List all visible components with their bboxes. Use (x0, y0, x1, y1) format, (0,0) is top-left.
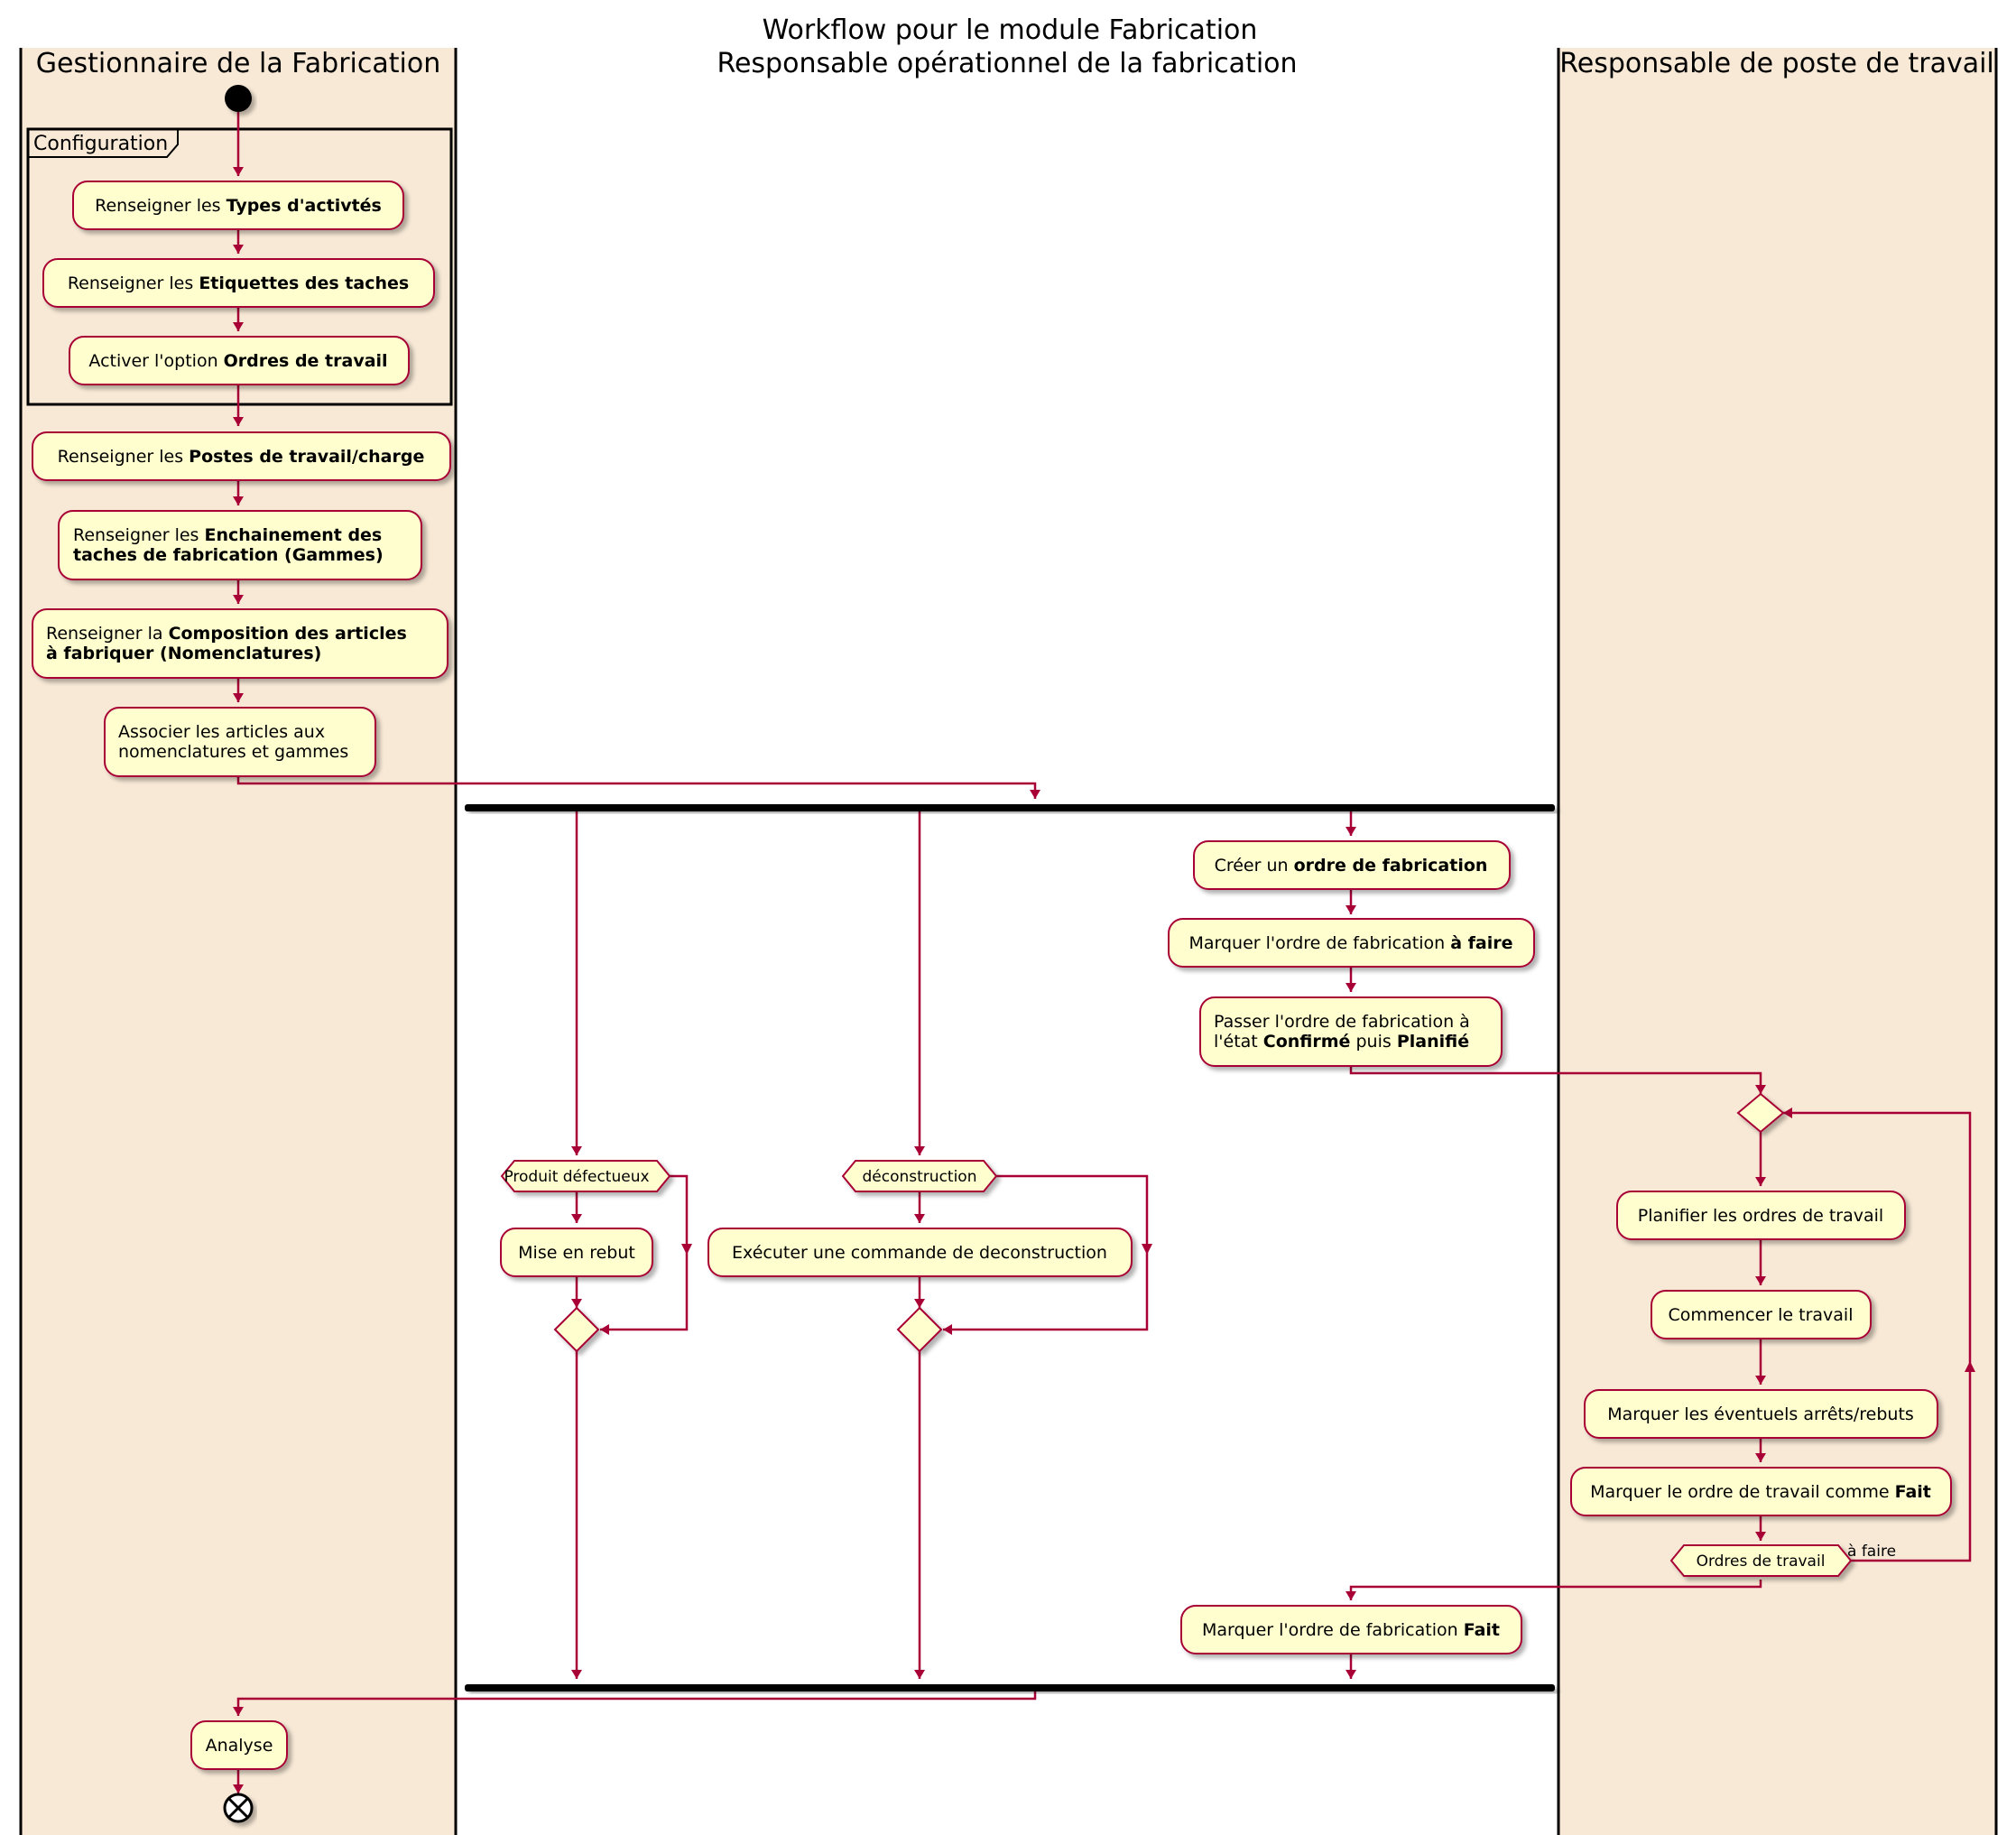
activity-label-ot-fait: Marquer le ordre de travail comme Fait (1590, 1482, 1931, 1502)
activity-label-analyse: Analyse (206, 1736, 273, 1756)
activity-deconstruction (707, 1228, 1133, 1277)
decision-label-deconstruction: déconstruction (863, 1168, 977, 1186)
activity-label-commencer: Commencer le travail (1669, 1305, 1854, 1325)
activity-gammes (58, 510, 422, 580)
decision-produit-defectueux (500, 1160, 671, 1192)
lane-title-gestionnaire: Gestionnaire de la Fabrication (36, 48, 440, 79)
activity-label-a-faire: Marquer l'ordre de fabrication à faire (1188, 933, 1512, 953)
decision-ordres-travail (1669, 1544, 1853, 1577)
activity-ot-fait (1570, 1467, 1952, 1516)
activity-of-fait (1180, 1605, 1522, 1654)
decision-label-produit-defectueux: Produit défectueux (504, 1168, 649, 1186)
activity-mise-rebut (500, 1228, 653, 1277)
fork-bar (465, 804, 1555, 811)
merge-deconstruction (896, 1306, 943, 1353)
activity-associer (104, 707, 376, 777)
join-bar (465, 1684, 1555, 1691)
activity-label-deconstruction: Exécuter une commande de deconstruction (732, 1243, 1107, 1263)
activity-confirme (1199, 996, 1503, 1067)
activity-arrets (1584, 1389, 1938, 1439)
activity-label-planifier: Planifier les ordres de travail (1638, 1206, 1883, 1226)
activity-labels: Renseigner les Types d'activtés Renseign… (46, 196, 1931, 1756)
merge-produit-defectueux (553, 1306, 600, 1353)
decision-label-ordres-travail: Ordres de travail (1697, 1552, 1826, 1571)
activity-ordres-travail-option (69, 336, 410, 385)
activity-nomenclatures (32, 608, 449, 679)
activities (32, 181, 1952, 1770)
activity-analyse (190, 1720, 288, 1770)
arrowheads (233, 167, 1975, 1793)
diagram-title: Workflow pour le module Fabrication (763, 14, 1258, 46)
activity-label-ordres-travail-option: Activer l'option Ordres de travail (88, 351, 387, 371)
activity-postes (32, 431, 451, 481)
decision-deconstruction (841, 1160, 998, 1192)
configuration-label: Configuration (33, 133, 168, 155)
lane-separators (19, 48, 1998, 1835)
loop-label: à faire (1847, 1543, 1896, 1561)
merge-loop (1736, 1092, 1785, 1134)
activity-label-etiquettes: Renseigner les Etiquettes des taches (68, 273, 409, 293)
activity-label-creer-of: Créer un ordre de fabrication (1215, 856, 1488, 876)
activity-types-activites (72, 181, 404, 230)
activity-label-postes: Renseigner les Postes de travail/charge (58, 447, 425, 467)
activity-label-of-fait: Marquer l'ordre de fabrication Fait (1202, 1620, 1500, 1640)
lane-responsable-poste-bg (1558, 48, 1996, 1835)
activity-label-arrets: Marquer les éventuels arrêts/rebuts (1607, 1404, 1914, 1424)
configuration-group: Configuration (26, 127, 453, 406)
activity-etiquettes (42, 258, 435, 308)
activity-commencer (1651, 1290, 1872, 1339)
start-node (225, 85, 252, 112)
activity-creer-of (1193, 840, 1511, 890)
activity-label-types-activites: Renseigner les Types d'activtés (95, 196, 382, 216)
lane-title-responsable-operationnel: Responsable opérationnel de la fabricati… (717, 48, 1297, 79)
decisions (500, 1092, 1853, 1577)
lane-title-responsable-poste: Responsable de poste de travail (1559, 48, 1994, 79)
end-node (223, 1793, 254, 1823)
activity-label-mise-rebut: Mise en rebut (518, 1243, 635, 1263)
activity-a-faire (1168, 918, 1535, 968)
activity-planifier (1616, 1191, 1906, 1240)
